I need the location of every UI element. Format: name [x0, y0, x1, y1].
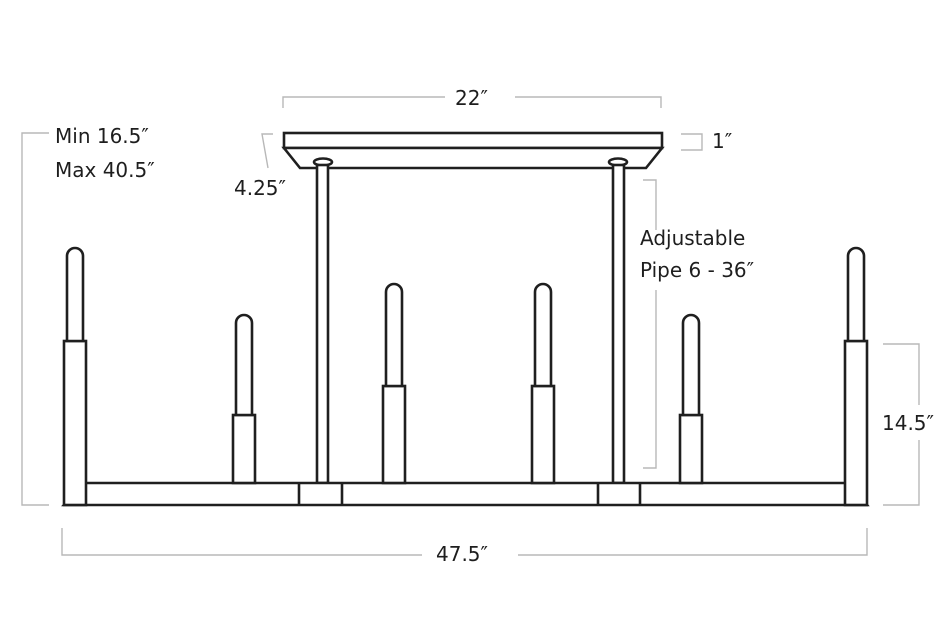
label-canopy-height: 1″ [712, 129, 733, 153]
dim-canopy-depth [261, 133, 273, 169]
cup-left-short [231, 413, 257, 485]
label-height-min: Min 16.5″ [55, 124, 149, 148]
candle-outer-left [65, 246, 85, 343]
label-canopy-width: 22″ [455, 86, 488, 110]
label-pipe-title: Adjustable [640, 226, 746, 250]
down-rod-right [611, 163, 626, 485]
label-height-max: Max 40.5″ [55, 158, 155, 182]
label-pipe-range: Pipe 6 - 36″ [640, 258, 755, 282]
dim-canopy-height [681, 133, 703, 151]
arm-outer-right [843, 339, 869, 507]
candle-center-left [384, 282, 404, 388]
dim-body-height-bottom [883, 440, 920, 506]
dim-body-height-top [883, 343, 920, 405]
down-rod-left [315, 163, 330, 485]
dim-overall-height [21, 132, 49, 506]
base-bar-body [61, 481, 870, 507]
dim-pipe-bottom [643, 290, 657, 469]
cup-center-left [381, 384, 407, 485]
arm-outer-left [62, 339, 88, 507]
dim-canopy-width-left [282, 96, 445, 108]
candle-left-short [234, 313, 254, 417]
label-canopy-depth: 4.25″ [234, 176, 287, 200]
candle-center-right [533, 282, 553, 388]
dim-overall-width-left [61, 528, 422, 556]
arms [62, 246, 869, 507]
dim-canopy-width-right [515, 96, 662, 108]
down-rods [315, 163, 626, 485]
label-body-height: 14.5″ [882, 411, 935, 435]
canopy [281, 131, 665, 170]
candle-right-short [681, 313, 701, 417]
dim-overall-width-right [518, 528, 868, 556]
canopy-bevel [281, 146, 665, 170]
base-bar [61, 481, 870, 507]
cup-right-short [678, 413, 704, 485]
label-overall-width: 47.5″ [436, 542, 489, 566]
cup-center-right [530, 384, 556, 485]
candle-outer-right [846, 246, 866, 343]
dimension-guides [21, 96, 920, 556]
dim-pipe-top [643, 179, 657, 230]
canopy-top [282, 131, 664, 150]
